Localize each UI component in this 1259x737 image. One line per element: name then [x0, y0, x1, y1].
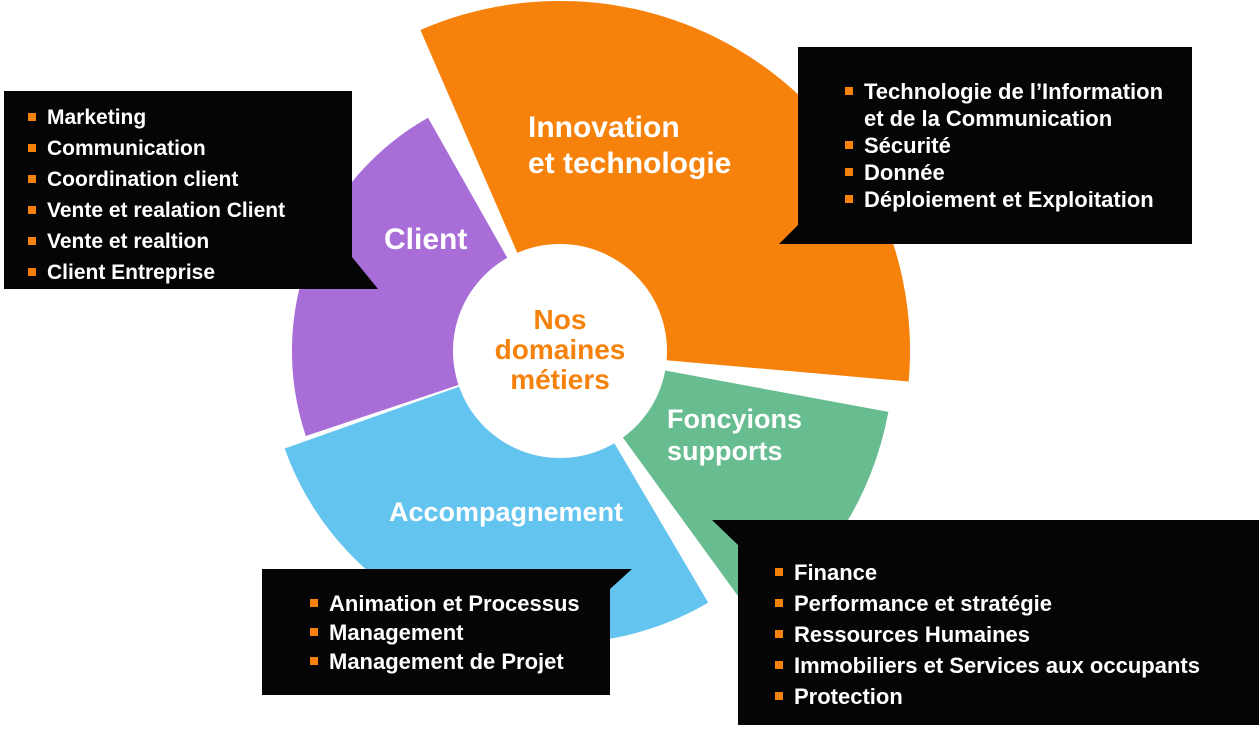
list-item-label: Management de Projet [329, 649, 564, 674]
segment-label-innovation: Innovation et technologie [528, 111, 732, 180]
list-item: Marketing [28, 102, 378, 133]
list-item-label: Immobiliers et Services aux occupants [794, 653, 1200, 678]
list-item-label: Performance et stratégie [794, 591, 1052, 616]
segment-label-client: Client [384, 223, 468, 256]
list-item: Performance et stratégie [775, 588, 1251, 619]
list-item: Client Entreprise [28, 257, 378, 288]
list-item-label: Client Entreprise [47, 261, 216, 284]
bullet-square-icon [28, 144, 36, 152]
bullet-square-icon [845, 195, 853, 203]
list-item-label: Animation et Processus [329, 591, 580, 616]
list-item: Animation et Processus [310, 589, 624, 618]
list-item-label: Donnée [864, 160, 945, 185]
bullet-square-icon [775, 630, 783, 638]
bullet-square-icon [775, 692, 783, 700]
bullet-square-icon [310, 657, 318, 665]
list-item: Immobiliers et Services aux occupants [775, 650, 1251, 681]
list-item-label: Déploiement et Exploitation [864, 187, 1154, 212]
list-item-label: Management [329, 620, 464, 645]
list-item: Communication [28, 133, 378, 164]
list-item: Protection [775, 681, 1251, 712]
list-item: Coordination client [28, 164, 378, 195]
bullet-square-icon [845, 168, 853, 176]
list-item-label: Protection [794, 684, 903, 709]
list-item-label: Communication [47, 137, 206, 160]
callout-client: Marketing Communication Coordination cli… [4, 91, 378, 289]
bullet-square-icon [28, 206, 36, 214]
bullet-square-icon [845, 87, 853, 95]
bullet-square-icon [775, 599, 783, 607]
list-item: Vente et realtion [28, 226, 378, 257]
list-item: Management [310, 618, 624, 647]
list-item: Ressources Humaines [775, 619, 1251, 650]
list-item-label: Vente et realation Client [47, 199, 286, 222]
bullet-square-icon [28, 175, 36, 183]
list-item: Finance [775, 557, 1251, 588]
bullet-square-icon [28, 237, 36, 245]
list-item: Déploiement et Exploitation [845, 186, 1184, 213]
segment-label-supports: Foncyions supports [667, 404, 803, 466]
bullet-square-icon [775, 661, 783, 669]
bullet-square-icon [775, 568, 783, 576]
callout-supports: Finance Performance et stratégie Ressour… [712, 520, 1259, 725]
list-item-label: Marketing [47, 106, 147, 129]
list-item-label: Vente et realtion [47, 230, 210, 253]
bullet-square-icon [845, 141, 853, 149]
segment-label-accompagnement: Accompagnement [389, 497, 624, 527]
list-item: Management de Projet [310, 647, 624, 676]
list-item-label: Coordination client [47, 168, 239, 191]
bullet-square-icon [310, 628, 318, 636]
list-item-label: Finance [794, 560, 878, 585]
callout-accompagnement: Animation et Processus Management Manage… [262, 569, 632, 695]
callout-innovation: Technologie de l’Information et de la Co… [779, 47, 1192, 244]
bullet-square-icon [28, 113, 36, 121]
bullet-square-icon [310, 599, 318, 607]
list-item: Sécurité [845, 132, 1184, 159]
bullet-square-icon [28, 268, 36, 276]
wheel-center-hole [453, 244, 667, 458]
wheel-center-title: Nos domaines métiers [494, 304, 626, 395]
list-item-label: Ressources Humaines [794, 622, 1030, 647]
list-item: Vente et realation Client [28, 195, 378, 226]
list-item: Technologie de l’Information et de la Co… [845, 78, 1184, 132]
list-item-label: Sécurité [864, 133, 951, 158]
list-item: Donnée [845, 159, 1184, 186]
list-item-label: Technologie de l’Information et de la Co… [864, 79, 1164, 131]
